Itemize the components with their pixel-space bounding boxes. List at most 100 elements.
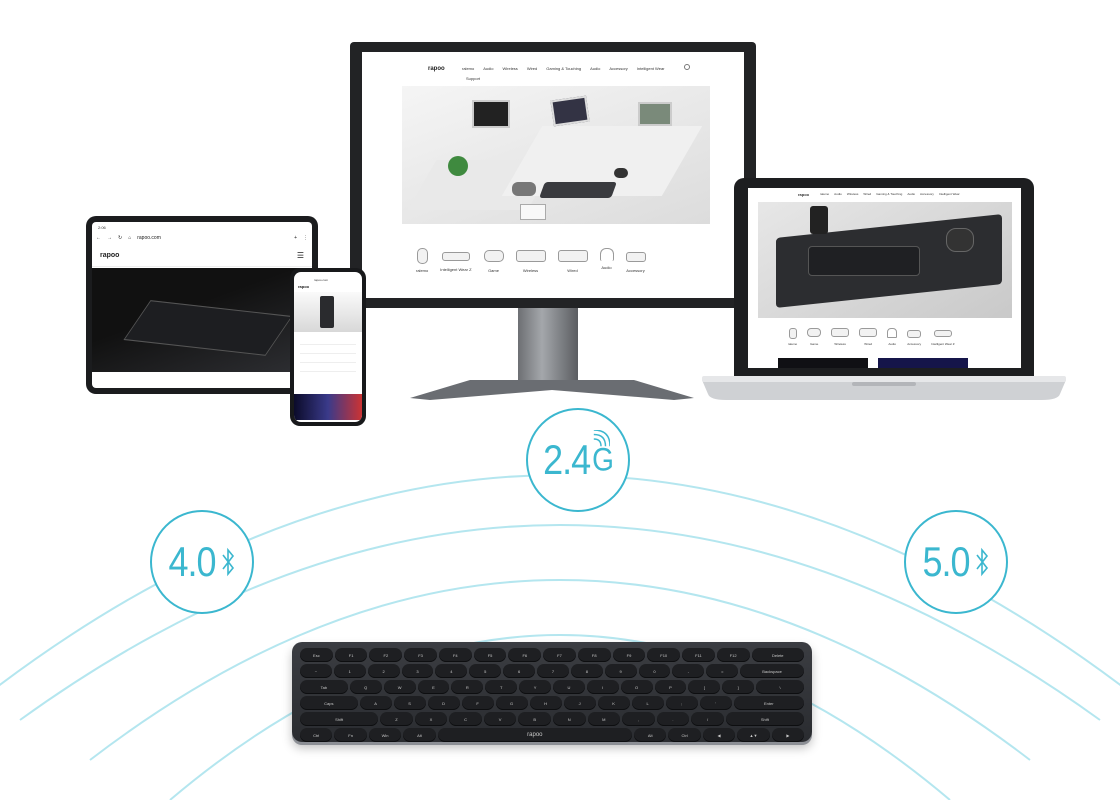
keyboard-key[interactable]: F12	[716, 648, 750, 662]
keyboard-key[interactable]: F5	[473, 648, 507, 662]
category-intelligent-wear[interactable]: Intelligent Wear Z	[440, 248, 472, 272]
keyboard-key[interactable]: ◀	[702, 728, 736, 742]
laptop-nav-item[interactable]: Gaming & Touching	[876, 192, 903, 196]
keyboard-key[interactable]: 6	[503, 664, 536, 678]
keyboard-key[interactable]: V	[483, 712, 517, 726]
keyboard-key[interactable]: Ctrl	[668, 728, 701, 742]
keyboard-key[interactable]: A	[359, 696, 392, 710]
keyboard-key[interactable]: F9	[612, 648, 646, 662]
keyboard-key[interactable]: ;	[665, 696, 698, 710]
keyboard-key[interactable]: U	[552, 680, 585, 694]
keyboard-key[interactable]: Y	[519, 680, 551, 694]
keyboard-key[interactable]: G	[495, 696, 528, 710]
keyboard-key[interactable]: 0	[638, 664, 671, 678]
monitor-nav-item[interactable]: Audio	[590, 66, 601, 71]
keyboard-key[interactable]: E	[417, 680, 450, 694]
monitor-nav-item[interactable]: Audio	[483, 66, 494, 71]
keyboard-key[interactable]: H	[529, 696, 562, 710]
laptop-nav-item[interactable]: Audio	[834, 192, 842, 196]
keyboard-key[interactable]: ]	[722, 680, 755, 694]
category-ralemo[interactable]: ralemo	[416, 248, 428, 273]
keyboard-key[interactable]: Z	[380, 712, 413, 726]
laptop-nav-item[interactable]: Accessory	[920, 192, 934, 196]
monitor-nav-item[interactable]: Intelligent Wear	[636, 66, 665, 71]
keyboard-key[interactable]: Fn	[334, 728, 367, 742]
keyboard-key[interactable]: Alt	[634, 728, 667, 742]
keyboard-key[interactable]: F	[461, 696, 494, 710]
keyboard-key[interactable]: F6	[508, 648, 542, 662]
laptop-nav-item[interactable]: Wired	[863, 192, 872, 196]
keyboard-key[interactable]: Shift	[725, 712, 804, 726]
keyboard-key[interactable]: 2	[367, 664, 400, 678]
category-game[interactable]: Game	[807, 328, 822, 346]
tablet-address-bar[interactable]: ← → ↻ ⌂ rapoo.com + ⋮	[96, 233, 308, 243]
keyboard-key[interactable]: F2	[369, 648, 403, 662]
hamburger-icon[interactable]: ☰	[296, 251, 304, 260]
menu-icon[interactable]: ⋮	[303, 235, 308, 241]
keyboard-key[interactable]: Win	[368, 728, 402, 742]
keyboard-key[interactable]: F10	[647, 648, 681, 662]
keyboard-key[interactable]: O	[620, 680, 653, 694]
keyboard-key[interactable]: M	[587, 712, 621, 726]
back-icon[interactable]: ←	[96, 235, 101, 241]
keyboard-key[interactable]: W	[383, 680, 416, 694]
keyboard-key[interactable]: S	[393, 696, 426, 710]
keyboard-key[interactable]: Caps	[300, 696, 358, 710]
monitor-nav-item[interactable]: Accessory	[609, 66, 628, 71]
keyboard-key[interactable]: 5	[469, 664, 502, 678]
keyboard-key[interactable]: Ctrl	[300, 728, 333, 742]
monitor-subnav[interactable]: Support	[466, 76, 481, 81]
keyboard-key[interactable]: P	[654, 680, 687, 694]
keyboard-key[interactable]: 8	[570, 664, 603, 678]
keyboard-key[interactable]: ~	[300, 664, 332, 678]
keyboard-key[interactable]: Shift	[300, 712, 379, 726]
keyboard-key[interactable]: K	[597, 696, 630, 710]
category-wired[interactable]: Wired	[557, 248, 588, 273]
phone-url[interactable]: rapoo.com	[314, 278, 329, 282]
keyboard-key[interactable]: Tab	[300, 680, 348, 694]
keyboard-key[interactable]: Esc	[300, 648, 333, 662]
laptop-nav-item[interactable]: ralemo	[820, 192, 830, 196]
keyboard-key[interactable]: I	[586, 680, 619, 694]
category-wireless[interactable]: Wireless	[515, 248, 546, 273]
laptop-nav-item[interactable]: Audio	[907, 192, 916, 196]
monitor-nav-item[interactable]: Wireless	[502, 66, 518, 71]
category-wired[interactable]: Wired	[859, 328, 878, 346]
keyboard-key[interactable]: 1	[333, 664, 366, 678]
monitor-nav-item[interactable]: Gaming & Touching	[546, 66, 582, 71]
keyboard-key[interactable]: Enter	[733, 696, 804, 710]
keyboard-key[interactable]: ,	[622, 712, 655, 726]
keyboard-key[interactable]: ▲▼	[737, 728, 770, 742]
keyboard-key[interactable]: 3	[401, 664, 434, 678]
keyboard-key[interactable]: N	[552, 712, 586, 726]
keyboard-key[interactable]: C	[449, 712, 482, 726]
add-tab-icon[interactable]: +	[294, 235, 297, 241]
tablet-url[interactable]: rapoo.com	[137, 235, 161, 241]
keyboard-key[interactable]: F7	[543, 648, 576, 662]
keyboard-key[interactable]: R	[451, 680, 484, 694]
search-icon[interactable]	[684, 64, 690, 70]
keyboard-key[interactable]: F11	[682, 648, 715, 662]
keyboard-key[interactable]: L	[631, 696, 664, 710]
reload-icon[interactable]: ↻	[118, 235, 123, 241]
keyboard-key[interactable]: X	[414, 712, 448, 726]
keyboard-key[interactable]: 9	[604, 664, 637, 678]
keyboard-key[interactable]: [	[688, 680, 721, 694]
keyboard-key[interactable]: ▶	[771, 728, 805, 742]
category-audio[interactable]: Audio	[887, 328, 898, 346]
keyboard-key[interactable]: Delete	[751, 648, 804, 662]
home-icon[interactable]: ⌂	[128, 235, 132, 241]
keyboard-key[interactable]: F4	[438, 648, 472, 662]
keyboard-key[interactable]: -	[672, 664, 705, 678]
keyboard-key[interactable]: F3	[404, 648, 437, 662]
keyboard-key[interactable]: 4	[435, 664, 468, 678]
keyboard-key[interactable]: B	[518, 712, 551, 726]
category-intelligent-wear[interactable]: Intelligent Wear Z	[931, 328, 955, 346]
forward-icon[interactable]: →	[107, 235, 112, 241]
monitor-nav-item[interactable]: Wired	[526, 66, 538, 71]
category-accessory[interactable]: Accessory	[625, 248, 646, 273]
keyboard-key[interactable]: 7	[537, 664, 569, 678]
keyboard-key[interactable]: Backspace	[740, 664, 804, 678]
category-accessory[interactable]: Accessory	[907, 328, 922, 346]
keyboard-key[interactable]: rapoo	[437, 728, 633, 742]
